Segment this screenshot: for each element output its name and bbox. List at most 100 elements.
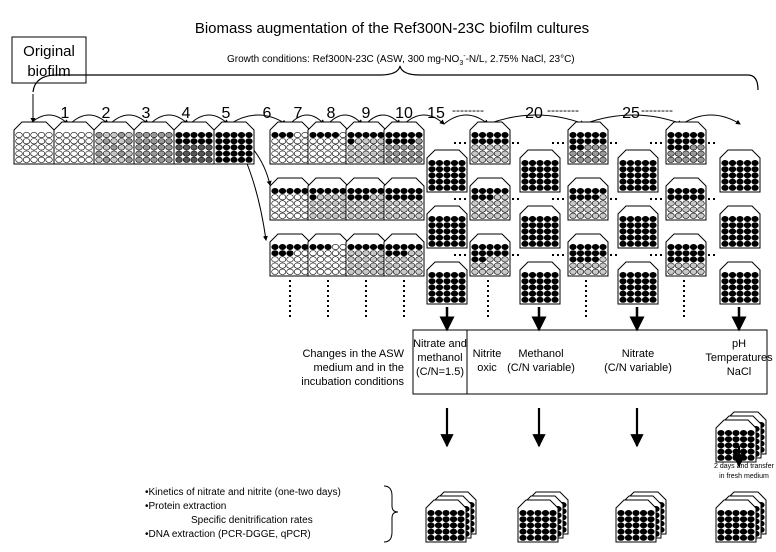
- well: [271, 206, 279, 213]
- well: [457, 528, 465, 535]
- well: [347, 194, 355, 201]
- well: [400, 144, 408, 151]
- well: [309, 150, 317, 157]
- well: [271, 212, 279, 219]
- well: [175, 150, 183, 157]
- well: [230, 132, 238, 139]
- well: [478, 256, 487, 263]
- well: [528, 240, 537, 247]
- well: [443, 278, 451, 285]
- well: [377, 188, 385, 195]
- well: [205, 150, 213, 157]
- well: [641, 271, 650, 278]
- well: [354, 194, 363, 201]
- well: [278, 244, 287, 251]
- well: [724, 509, 733, 516]
- well: [647, 516, 655, 523]
- well: [493, 156, 502, 163]
- well: [634, 296, 642, 303]
- well: [392, 194, 401, 201]
- well: [427, 516, 435, 523]
- well: [400, 206, 408, 213]
- well: [682, 194, 690, 201]
- analysis-brace: [383, 485, 399, 543]
- well: [626, 160, 635, 167]
- well: [415, 244, 423, 251]
- well: [339, 144, 347, 151]
- well: [751, 271, 759, 278]
- culture-tube: [345, 177, 387, 221]
- well: [62, 132, 71, 139]
- transfer-arc: [681, 114, 741, 125]
- well: [689, 194, 698, 201]
- well: [301, 206, 309, 213]
- well: [728, 278, 737, 285]
- transfer-number: 4: [182, 105, 191, 122]
- well: [471, 132, 479, 139]
- well: [62, 138, 71, 145]
- well: [450, 271, 459, 278]
- culture-tube: [345, 121, 387, 165]
- well: [751, 172, 759, 179]
- analysis-rates: Specific denitrification rates: [191, 515, 313, 526]
- well: [493, 244, 502, 251]
- well: [415, 138, 423, 145]
- well: [415, 188, 423, 195]
- well: [728, 166, 737, 173]
- well: [443, 290, 451, 297]
- well: [689, 144, 698, 151]
- well: [400, 188, 408, 195]
- well: [551, 172, 559, 179]
- well: [486, 256, 494, 263]
- well: [717, 522, 725, 529]
- well: [697, 150, 705, 157]
- well: [339, 156, 347, 163]
- well: [747, 454, 755, 461]
- culture-tube: [617, 149, 659, 193]
- well: [647, 534, 655, 541]
- well: [362, 144, 370, 151]
- well: [435, 240, 444, 247]
- well: [347, 188, 355, 195]
- well: [428, 160, 436, 167]
- well: [428, 222, 436, 229]
- well: [271, 256, 279, 263]
- well: [667, 206, 675, 213]
- well: [222, 150, 231, 157]
- well: [125, 144, 133, 151]
- well: [293, 206, 302, 213]
- transfer-arc: [403, 114, 445, 125]
- well: [519, 516, 527, 523]
- well: [569, 132, 577, 139]
- well: [551, 178, 559, 185]
- well: [641, 228, 650, 235]
- well: [377, 262, 385, 269]
- well: [584, 262, 592, 269]
- well: [576, 206, 585, 213]
- well: [569, 150, 577, 157]
- well: [392, 212, 401, 219]
- well: [543, 178, 552, 185]
- well: [732, 429, 740, 436]
- well: [747, 509, 755, 516]
- well: [641, 172, 650, 179]
- well: [632, 528, 640, 535]
- well: [747, 429, 755, 436]
- well: [599, 244, 607, 251]
- well: [743, 228, 752, 235]
- culture-tube: [213, 121, 255, 165]
- well: [324, 212, 332, 219]
- well: [165, 132, 173, 139]
- well: [457, 516, 465, 523]
- well: [584, 244, 592, 251]
- well: [331, 138, 340, 145]
- well: [230, 138, 238, 145]
- well: [551, 228, 559, 235]
- well: [309, 144, 317, 151]
- well: [443, 178, 451, 185]
- well: [576, 194, 585, 201]
- well: [736, 234, 744, 241]
- well: [739, 534, 748, 541]
- well: [689, 150, 698, 157]
- well: [443, 240, 451, 247]
